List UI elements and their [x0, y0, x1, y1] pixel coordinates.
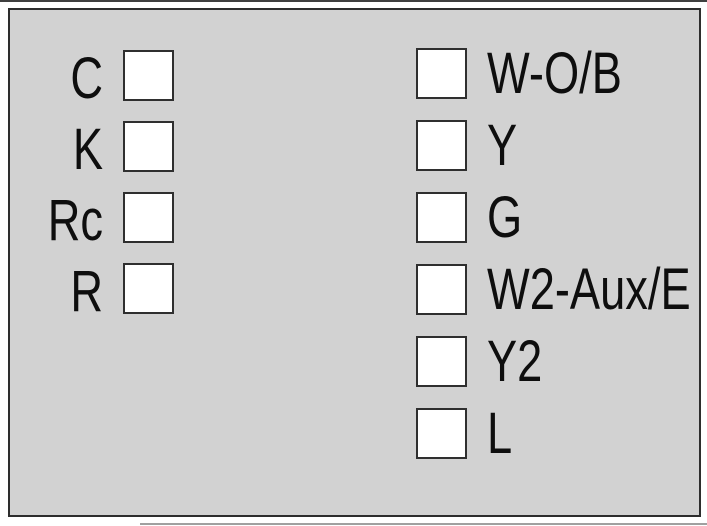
terminal-box-l[interactable]: [416, 408, 467, 459]
terminal-label-r: R: [70, 259, 103, 324]
terminal-label-w2-auxe: W2-Aux/E: [487, 257, 691, 322]
terminal-row-c: C: [10, 46, 174, 111]
terminal-label-l: L: [487, 401, 513, 466]
thermostat-terminal-panel: C K Rc R W-O/B Y G W2-Aux: [8, 8, 701, 517]
terminal-label-c: C: [70, 46, 103, 111]
terminal-row-y: Y: [416, 113, 707, 178]
right-terminal-column: W-O/B Y G W2-Aux/E Y2 L: [416, 41, 707, 466]
top-edge-divider: [0, 0, 707, 2]
terminal-box-rc[interactable]: [123, 192, 174, 243]
terminal-label-w-ob: W-O/B: [487, 41, 622, 106]
terminal-row-y2: Y2: [416, 329, 707, 394]
terminal-row-w2-auxe: W2-Aux/E: [416, 257, 707, 322]
bottom-edge-divider: [140, 523, 707, 525]
terminal-row-w-ob: W-O/B: [416, 41, 707, 106]
terminal-row-k: K: [10, 117, 174, 182]
terminal-label-y: Y: [487, 113, 518, 178]
terminal-row-g: G: [416, 185, 707, 250]
terminal-box-y[interactable]: [416, 120, 467, 171]
terminal-box-w2-auxe[interactable]: [416, 264, 467, 315]
terminal-label-y2: Y2: [487, 329, 543, 394]
terminal-box-k[interactable]: [123, 121, 174, 172]
terminal-box-r[interactable]: [123, 263, 174, 314]
terminal-box-c[interactable]: [123, 50, 174, 101]
terminal-box-g[interactable]: [416, 192, 467, 243]
left-terminal-column: C K Rc R: [10, 46, 174, 324]
terminal-label-k: K: [72, 117, 103, 182]
terminal-row-r: R: [10, 259, 174, 324]
terminal-box-w-ob[interactable]: [416, 48, 467, 99]
terminal-row-rc: Rc: [10, 188, 174, 253]
terminal-row-l: L: [416, 401, 707, 466]
terminal-box-y2[interactable]: [416, 336, 467, 387]
terminal-label-rc: Rc: [47, 188, 103, 253]
terminal-label-g: G: [487, 185, 523, 250]
